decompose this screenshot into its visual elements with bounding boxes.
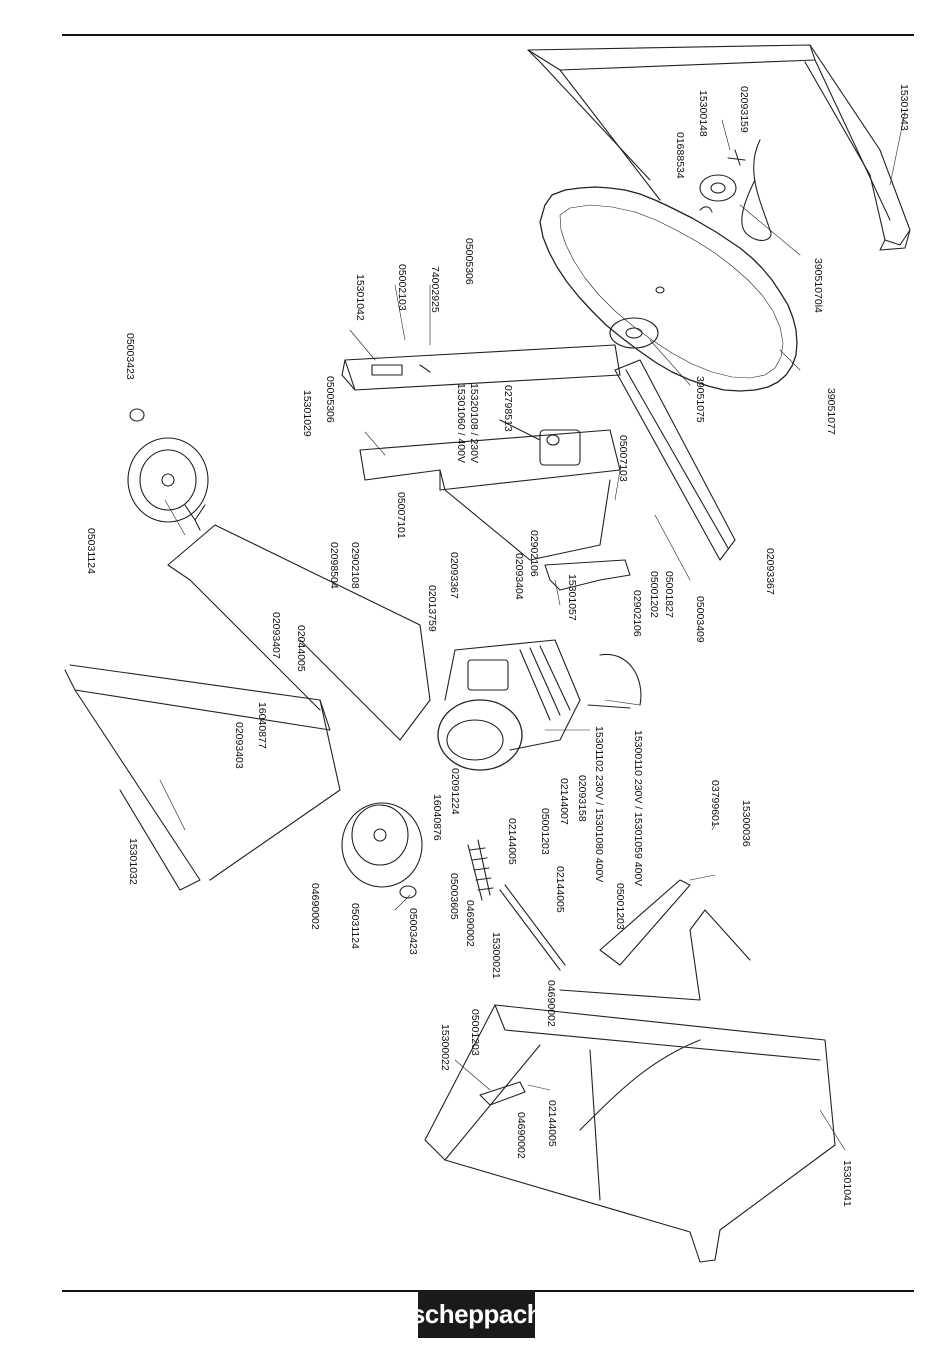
- part-label: 15300110 230V / 15301059 400V: [632, 730, 644, 886]
- part-label: 05003423: [407, 908, 419, 955]
- part-label: 04690002: [515, 1112, 527, 1159]
- part-label: 39051077: [825, 388, 837, 435]
- saw-table: [424, 909, 836, 1263]
- part-label: 02144005: [546, 1100, 558, 1147]
- part-label: 15301057: [566, 574, 578, 621]
- motor-bracket-upper: [341, 344, 621, 391]
- part-label: 05031124: [349, 903, 361, 949]
- scheppach-logo: scheppach: [411, 1290, 543, 1338]
- part-label: 05007103: [617, 435, 629, 482]
- part-label: 15301043: [898, 84, 910, 131]
- part-label: 02902106: [528, 530, 540, 577]
- part-label: 05003409: [694, 596, 706, 643]
- part-label: 15301042: [354, 274, 366, 321]
- part-label: 15320108 / 230V: [468, 383, 480, 463]
- part-label: 02902106: [631, 590, 643, 637]
- flange-assembly: [699, 139, 772, 241]
- part-label: 02093404: [513, 553, 525, 600]
- part-label: 04690002: [309, 883, 321, 930]
- leader-lines: [159, 111, 906, 1151]
- part-label: 05031124: [85, 528, 97, 574]
- motor: [437, 639, 642, 771]
- part-label: 05001827: [663, 571, 675, 618]
- part-label: 05003605: [448, 873, 460, 920]
- part-label: 01688534: [674, 132, 686, 179]
- part-label: 02098504: [328, 542, 340, 589]
- part-label: 15300036: [740, 800, 752, 847]
- top-plate: [599, 879, 691, 966]
- part-label: 02093367: [764, 548, 776, 595]
- part-label: 15300148: [697, 90, 709, 137]
- link-plate: [544, 559, 631, 591]
- part-label: 15301041: [841, 1160, 853, 1207]
- part-label: 04690002: [464, 900, 476, 947]
- part-label: 15301102 230V / 15301080 400V: [593, 726, 605, 882]
- part-label: 02093367: [448, 552, 460, 599]
- part-label: 05005306: [324, 376, 336, 423]
- part-label: 15301060 / 400V: [455, 383, 467, 463]
- part-label: 05001203: [539, 808, 551, 855]
- part-label: 02144007: [558, 778, 570, 825]
- base-frame: [64, 504, 431, 891]
- motor-bracket-lower: [359, 429, 621, 561]
- part-label: 16040876: [431, 794, 443, 841]
- part-label: 05001203: [469, 1009, 481, 1056]
- part-label: 02044005: [295, 625, 307, 672]
- header-rule: [62, 34, 914, 36]
- part-label: 02144005: [554, 866, 566, 913]
- wheel-upper: [127, 408, 209, 531]
- part-label: 39051070l4: [812, 258, 824, 313]
- wheel-lower: [341, 802, 423, 899]
- part-label: 39051075: [694, 376, 706, 423]
- part-label: 05005306: [463, 238, 475, 285]
- part-label: 05001203: [614, 883, 626, 930]
- spring: [467, 839, 494, 901]
- part-label: 02093159: [738, 86, 750, 133]
- part-label: 02091224: [449, 768, 461, 815]
- part-label: 15300021: [490, 932, 502, 979]
- part-label: 03799601: [709, 780, 721, 827]
- part-label: 05003423: [124, 333, 136, 380]
- part-label: 74002925: [429, 266, 441, 313]
- part-number-labels: 15301043 02093159 15300148 01688534 3905…: [85, 84, 910, 1207]
- part-label: 05007101: [395, 492, 407, 539]
- riving-knife-bar: [614, 359, 736, 561]
- part-label: 15301029: [301, 390, 313, 437]
- part-label: 02013759: [426, 585, 438, 632]
- part-label: 16040877: [256, 702, 268, 749]
- switch-box: [499, 419, 581, 466]
- small-link: [479, 1081, 526, 1106]
- part-label: 02798513: [502, 385, 514, 432]
- part-label: 15301032: [127, 838, 139, 885]
- logo-text: scheppach: [410, 1298, 543, 1329]
- tension-rod: [499, 884, 566, 971]
- part-label: 02093158: [576, 775, 588, 822]
- part-label: 15300022: [439, 1024, 451, 1071]
- part-label: 02093407: [270, 612, 282, 659]
- part-label: 02093403: [233, 722, 245, 769]
- part-label: 05002103: [396, 264, 408, 311]
- blade-guard-frame: [527, 44, 911, 251]
- part-label: 02144005: [506, 818, 518, 865]
- part-label: 04690002: [545, 980, 557, 1027]
- part-label: 02902108: [349, 542, 361, 589]
- part-label: 05001202: [648, 571, 660, 618]
- saw-blade: [539, 186, 798, 392]
